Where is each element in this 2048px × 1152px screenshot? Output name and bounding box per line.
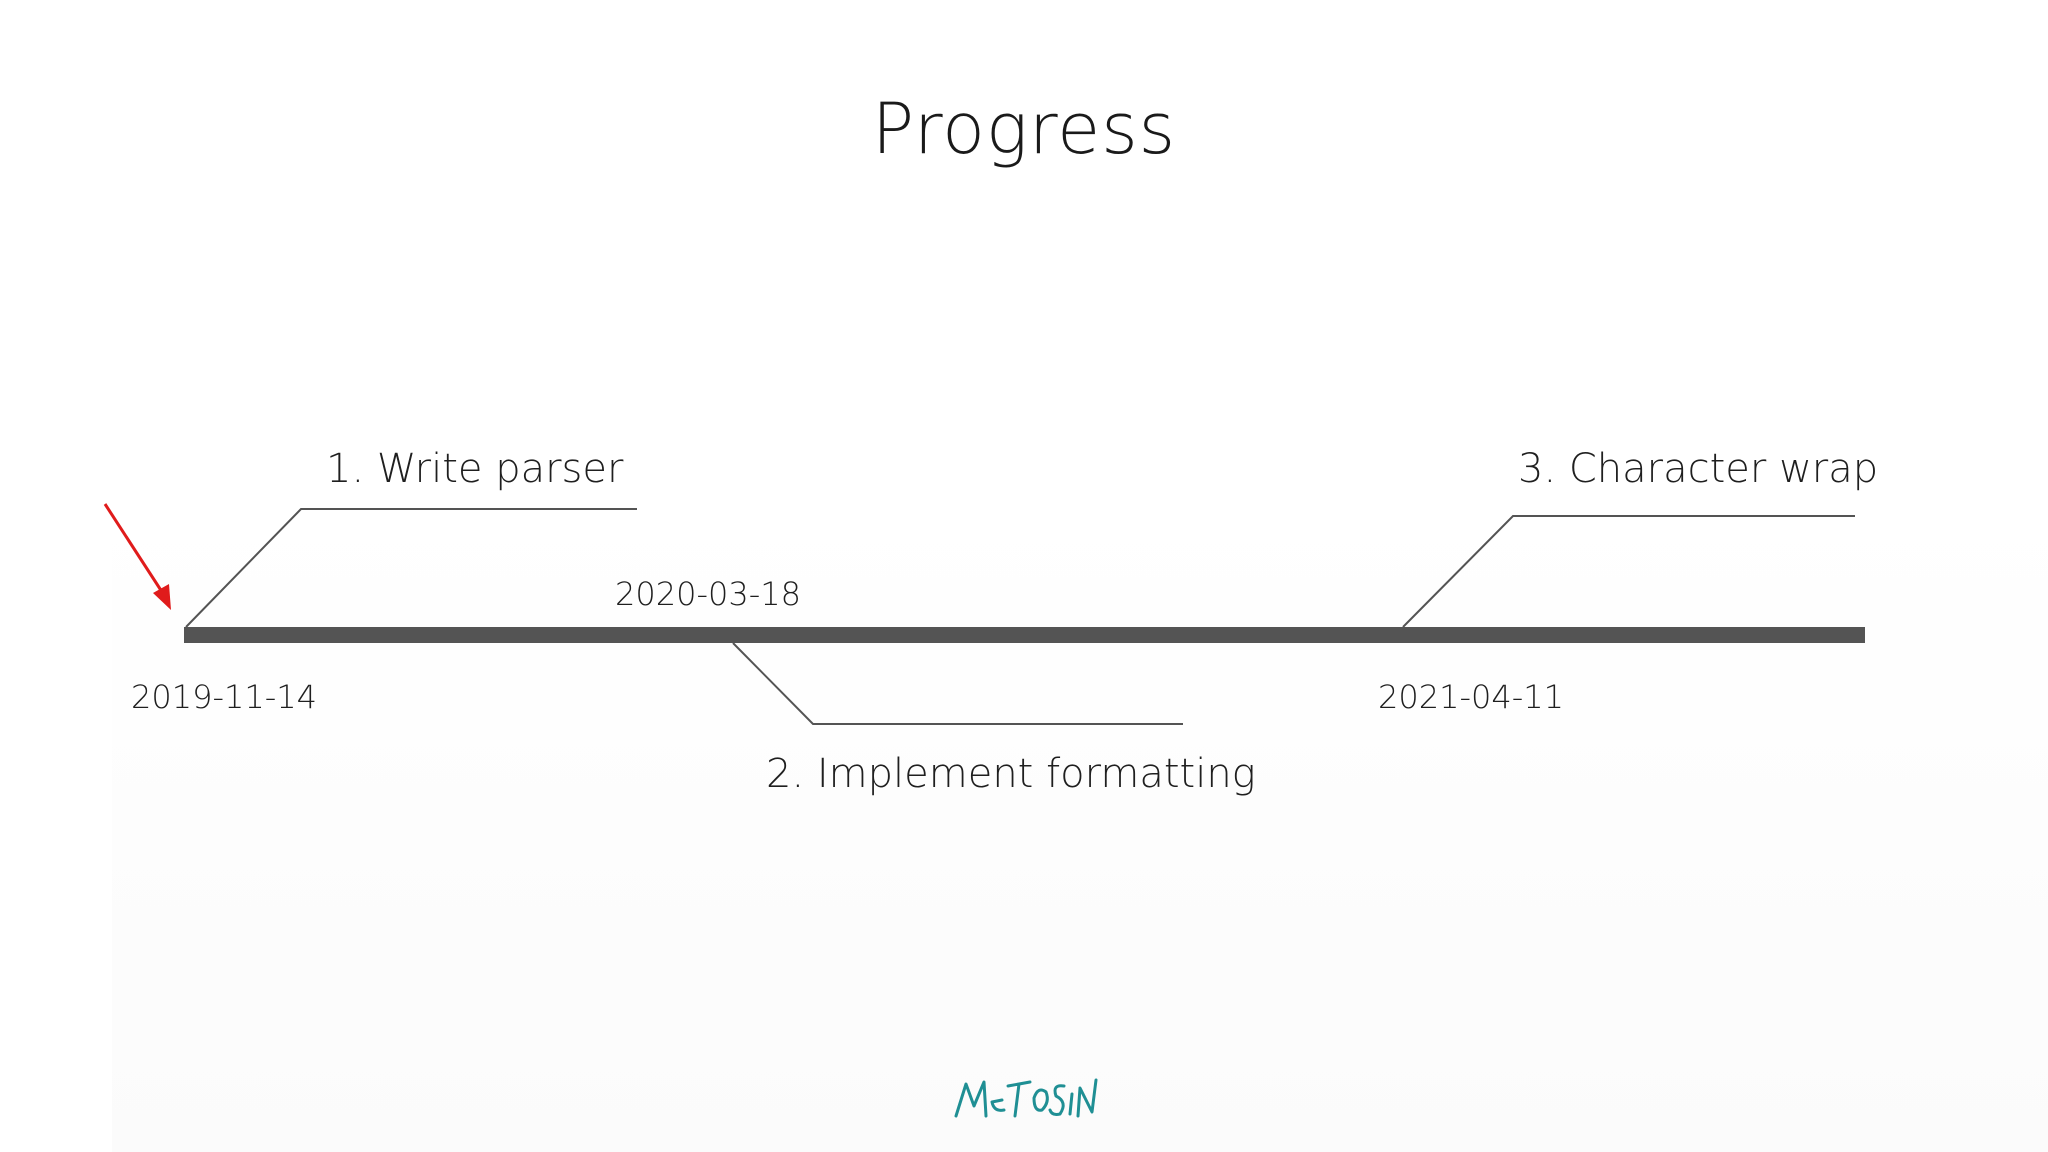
red-arrow-icon xyxy=(103,503,171,610)
metosin-logo xyxy=(954,1078,1098,1118)
milestone-2-label: 2. Implement formatting xyxy=(766,751,1256,797)
timeline-bar xyxy=(184,627,1865,643)
milestone-1-leader-line xyxy=(185,508,637,628)
slide-background xyxy=(112,500,2048,1152)
milestone-2-date: 2020-03-18 xyxy=(615,575,801,613)
milestone-1-date: 2019-11-14 xyxy=(131,678,317,716)
milestone-2-leader-line xyxy=(732,642,1183,725)
milestone-3-label: 3. Character wrap xyxy=(1518,446,1879,492)
milestone-3-date: 2021-04-11 xyxy=(1378,678,1564,716)
slide-title: Progress xyxy=(871,88,1177,170)
milestone-1-label: 1. Write parser xyxy=(326,446,624,492)
milestone-3-leader-line xyxy=(1402,515,1855,628)
